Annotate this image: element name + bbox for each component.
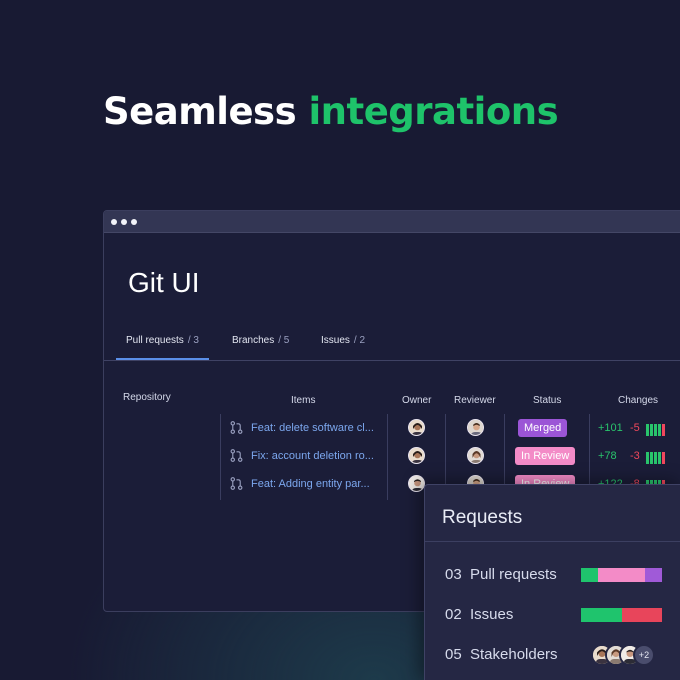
deletions-count: -3 [630, 450, 640, 462]
tab-label: Pull requests [126, 335, 184, 346]
diff-bars [646, 421, 670, 436]
requests-panel: Requests 03 Pull requests 02 Issues 05 S… [424, 484, 680, 680]
additions-count: +78 [598, 450, 617, 462]
column-divider [220, 414, 221, 500]
pull-request-link[interactable]: Feat: Adding entity par... [251, 478, 370, 490]
requests-label: Issues [470, 606, 514, 623]
reviewer-avatar[interactable] [467, 447, 484, 464]
status-badge[interactable]: In Review [515, 447, 576, 465]
column-divider [504, 414, 505, 500]
pull-requests-status-bar [581, 568, 662, 582]
requests-count: 02 [445, 606, 462, 623]
column-header-repository[interactable]: Repository [123, 392, 171, 403]
tab-bar: Pull requests/ 3 Branches/ 5 Issues/ 2 [104, 329, 680, 361]
owner-avatar[interactable] [408, 419, 425, 436]
column-divider [445, 414, 446, 500]
tab-count: / 5 [278, 335, 290, 346]
app-title: Git UI [128, 267, 200, 298]
divider [425, 541, 680, 542]
requests-count: 05 [445, 646, 462, 663]
pull-request-link[interactable]: Fix: account deletion ro... [251, 450, 374, 462]
window-dot-icon[interactable] [121, 219, 127, 225]
table-row[interactable]: Fix: account deletion ro... In Review +7… [104, 443, 680, 471]
owner-avatar[interactable] [408, 475, 425, 492]
column-header-changes[interactable]: Changes [618, 395, 659, 406]
pull-request-icon [230, 477, 243, 490]
tab-label: Issues [321, 335, 350, 346]
requests-row-issues[interactable]: 02 Issues [445, 605, 680, 627]
pull-request-icon [230, 421, 243, 434]
headline: Seamless integrations [103, 90, 559, 133]
deletions-count: -5 [630, 422, 640, 434]
requests-label: Stakeholders [470, 646, 558, 663]
column-header-status[interactable]: Status [533, 395, 562, 406]
requests-label: Pull requests [470, 566, 557, 583]
status-badge[interactable]: Merged [518, 419, 568, 437]
window-titlebar [104, 211, 680, 233]
column-header-items[interactable]: Items [291, 395, 316, 406]
column-divider [589, 414, 590, 500]
tab-pull-requests[interactable]: Pull requests/ 3 [126, 335, 199, 346]
more-stakeholders-badge[interactable]: +2 [633, 644, 655, 666]
requests-row-stakeholders[interactable]: 05 Stakeholders +2 [445, 644, 680, 667]
tab-label: Branches [232, 335, 275, 346]
headline-accent: integrations [308, 90, 559, 133]
panel-title: Requests [442, 507, 523, 528]
pull-request-link[interactable]: Feat: delete software cl... [251, 422, 374, 434]
headline-prefix: Seamless [103, 90, 297, 133]
diff-bars [646, 449, 670, 464]
window-dot-icon[interactable] [131, 219, 137, 225]
active-tab-indicator [116, 358, 209, 360]
owner-avatar[interactable] [408, 447, 425, 464]
tab-count: / 2 [353, 335, 366, 346]
column-header-reviewer[interactable]: Reviewer [454, 395, 496, 406]
additions-count: +101 [598, 422, 623, 434]
table-row[interactable]: Feat: delete software cl... Merged +101 … [104, 415, 680, 443]
column-divider [387, 414, 388, 500]
reviewer-avatar[interactable] [467, 419, 484, 436]
requests-count: 03 [445, 566, 462, 583]
pull-request-icon [230, 449, 243, 462]
git-ui-window: Git UI Pull requests/ 3 Branches/ 5 Issu… [103, 210, 680, 612]
requests-row-pull-requests[interactable]: 03 Pull requests [445, 565, 680, 587]
tab-issues[interactable]: Issues/ 2 [321, 335, 365, 346]
tab-count: / 3 [187, 335, 199, 346]
window-dot-icon[interactable] [111, 219, 117, 225]
issues-status-bar [581, 608, 662, 622]
column-header-owner[interactable]: Owner [402, 395, 432, 406]
tab-branches[interactable]: Branches/ 5 [232, 335, 289, 346]
